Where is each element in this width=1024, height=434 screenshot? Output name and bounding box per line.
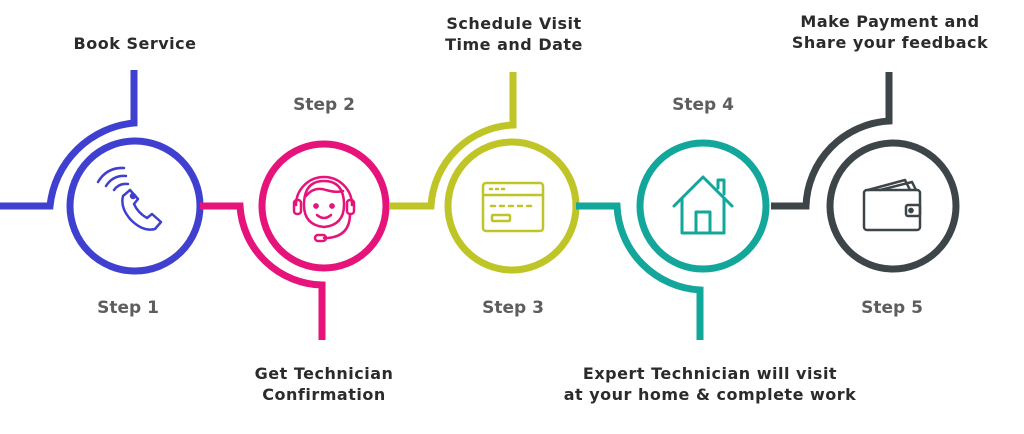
step-2-description-line: Confirmation <box>262 385 386 404</box>
step-5-label: Step 5 <box>861 298 923 318</box>
browser-window-icon <box>481 181 545 233</box>
step-5-description: Make Payment and Share your feedback <box>780 11 1000 53</box>
step-4-connector <box>576 139 770 340</box>
step-3-description-line: Time and Date <box>445 35 583 54</box>
step-3-description: Schedule Visit Time and Date <box>414 13 614 55</box>
step-1-connector <box>0 70 204 275</box>
step-5-connector <box>771 72 960 273</box>
step-4-description-line: Expert Technician will visit <box>582 364 838 383</box>
step-5-description-line: Share your feedback <box>791 33 989 52</box>
step-4-label: Step 4 <box>672 95 734 115</box>
phone-call-icon <box>96 166 163 231</box>
step-1-description-line: Book Service <box>73 34 197 53</box>
step-2-connector <box>200 140 390 340</box>
home-icon <box>672 175 734 235</box>
step-3-description-line: Schedule Visit <box>446 14 582 33</box>
step-3-label: Step 3 <box>482 298 544 318</box>
step-1-label: Step 1 <box>97 298 159 318</box>
step-5-description-line: Make Payment and <box>800 12 980 31</box>
support-agent-icon <box>292 175 356 243</box>
step-4-description-line: at your home & complete work <box>563 385 857 404</box>
wallet-icon <box>862 178 922 232</box>
step-2-description: Get Technician Confirmation <box>224 363 424 405</box>
step-2-description-line: Get Technician <box>254 364 394 383</box>
step-3-connector <box>389 72 580 274</box>
step-1-description: Book Service <box>55 33 215 54</box>
step-2-label: Step 2 <box>293 95 355 115</box>
step-4-description: Expert Technician will visit at your hom… <box>560 363 860 405</box>
